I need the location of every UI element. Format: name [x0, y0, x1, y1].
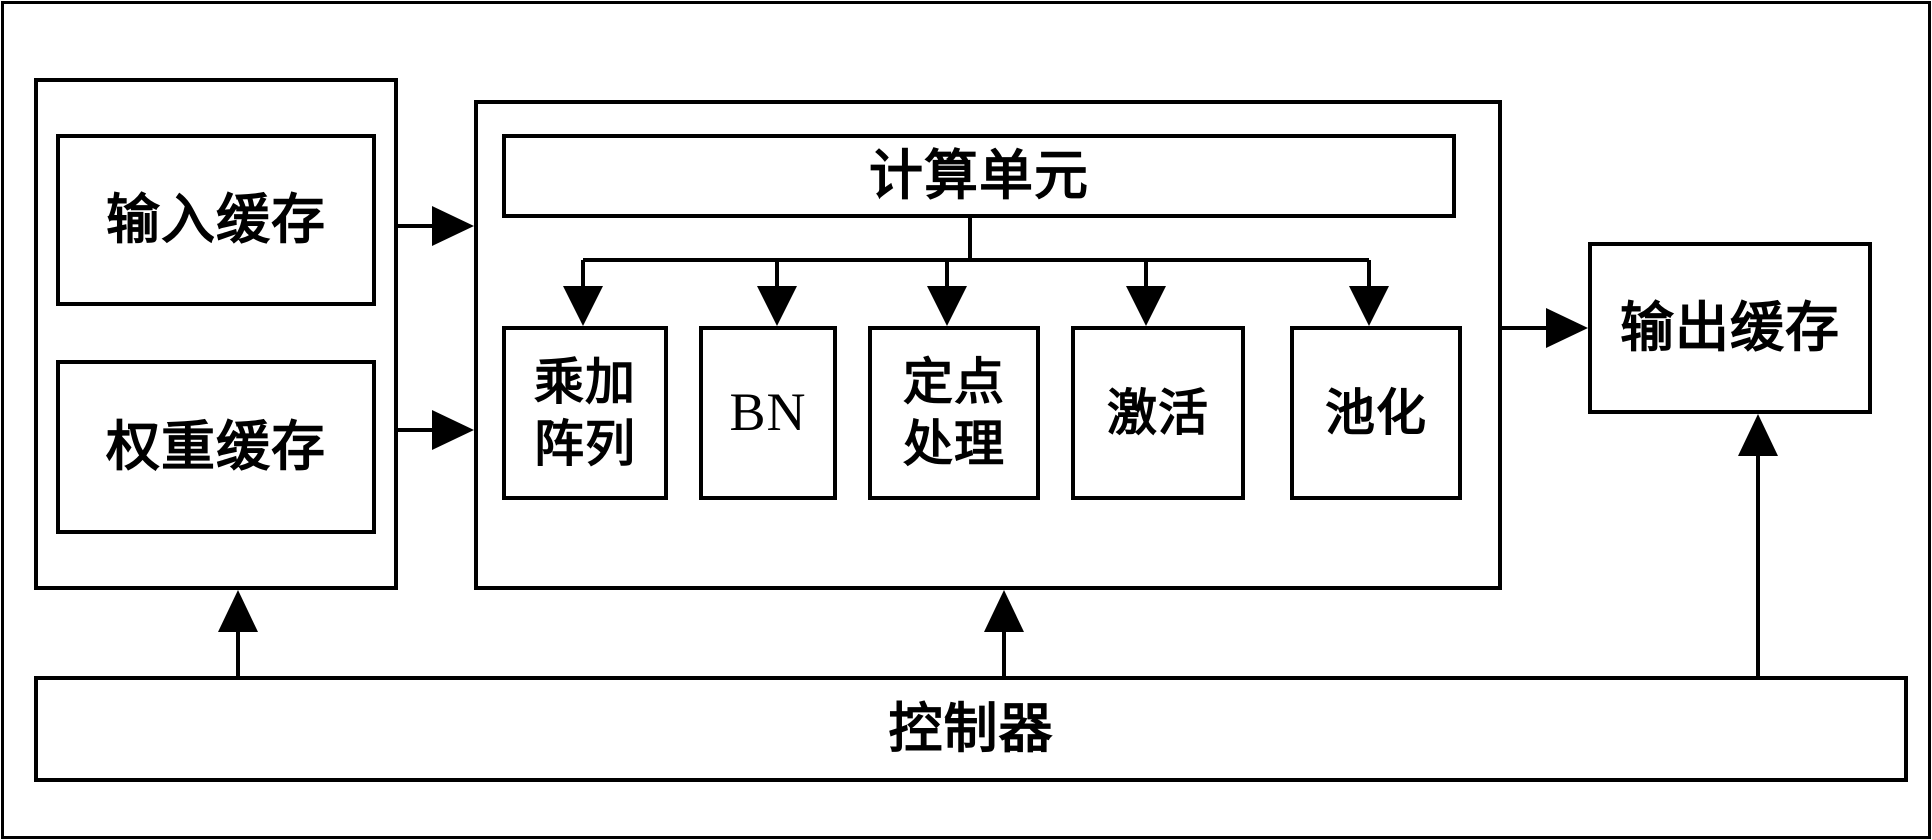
bn-box: BN: [699, 326, 837, 500]
controller-box: 控制器: [34, 676, 1908, 782]
activation-label: 激活: [1107, 382, 1209, 442]
mac-array-label: 乘加阵列: [534, 351, 636, 474]
weight-buffer-label: 权重缓存: [106, 414, 326, 479]
output-buffer-box: 输出缓存: [1588, 242, 1872, 414]
input-buffer-label: 输入缓存: [106, 187, 326, 252]
input-buffer-box: 输入缓存: [56, 134, 376, 306]
weight-buffer-box: 权重缓存: [56, 360, 376, 534]
activation-box: 激活: [1071, 326, 1245, 500]
fixed-point-box: 定点处理: [868, 326, 1040, 500]
bn-label: BN: [729, 382, 807, 443]
compute-unit-title-box: 计算单元: [502, 134, 1456, 218]
compute-unit-title: 计算单元: [869, 143, 1089, 208]
pooling-box: 池化: [1290, 326, 1462, 500]
output-buffer-label: 输出缓存: [1620, 295, 1840, 360]
controller-label: 控制器: [888, 696, 1054, 761]
pooling-label: 池化: [1325, 382, 1427, 442]
fixed-point-label: 定点处理: [903, 351, 1005, 474]
mac-array-box: 乘加阵列: [502, 326, 668, 500]
